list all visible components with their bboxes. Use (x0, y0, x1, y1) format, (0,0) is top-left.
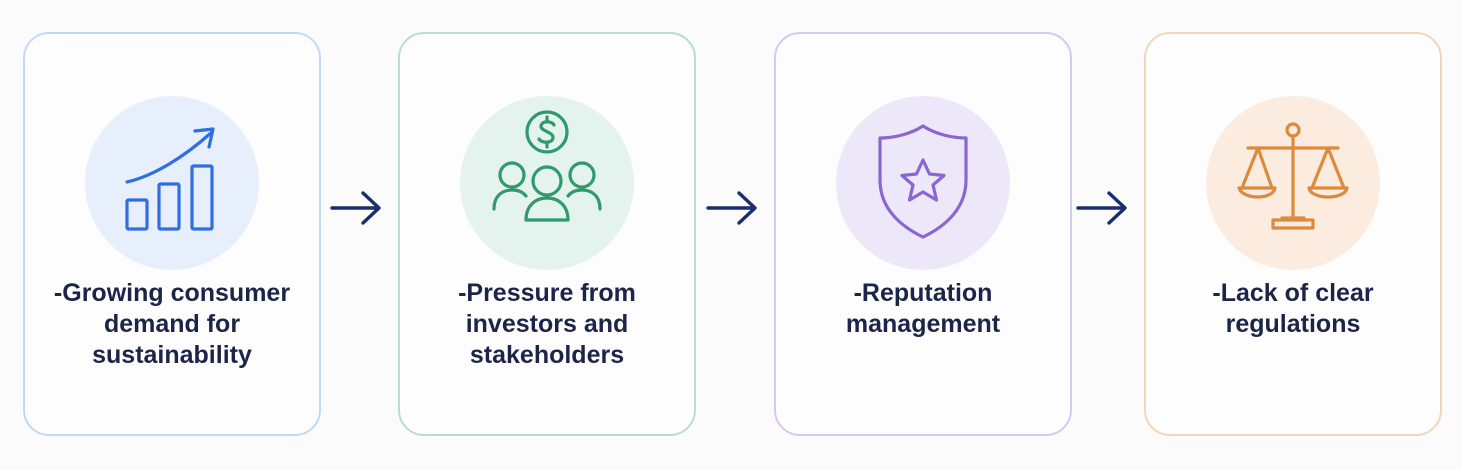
step-label: -Reputation management (790, 278, 1056, 340)
step-label: -Lack of clear regulations (1160, 278, 1426, 340)
step-label-line: -Pressure from (458, 279, 636, 307)
step-label-line: management (845, 310, 1001, 338)
step-label: -Growing consumer demand for sustainabil… (39, 278, 305, 371)
scales-icon (1237, 122, 1349, 230)
step-label-line: -Reputation (853, 279, 993, 307)
step-label-line: investors and (465, 310, 629, 338)
step-card-regulations: -Lack of clear regulations (1144, 32, 1442, 436)
arrow-right-icon (330, 191, 381, 225)
arrow-right-icon (1076, 191, 1127, 225)
step-card-consumer-demand: -Growing consumer demand for sustainabil… (23, 32, 321, 436)
arrow-right-icon (706, 191, 757, 225)
step-label-line: -Lack of clear (1212, 279, 1374, 307)
step-card-investor-pressure: -Pressure from investors and stakeholder… (398, 32, 696, 436)
step-label-line: regulations (1225, 310, 1361, 338)
icon-background (460, 96, 634, 270)
step-label: -Pressure from investors and stakeholder… (414, 278, 680, 371)
investors-dollar-icon (492, 110, 602, 222)
step-label-line: demand for (103, 310, 241, 338)
step-card-reputation: -Reputation management (774, 32, 1072, 436)
step-label-line: sustainability (92, 341, 252, 369)
shield-star-icon (878, 124, 968, 239)
icon-background (85, 96, 259, 270)
growth-chart-icon (125, 127, 215, 231)
step-label-line: -Growing consumer (53, 279, 291, 307)
icon-background (1206, 96, 1380, 270)
icon-background (836, 96, 1010, 270)
step-label-line: stakeholders (469, 341, 625, 369)
